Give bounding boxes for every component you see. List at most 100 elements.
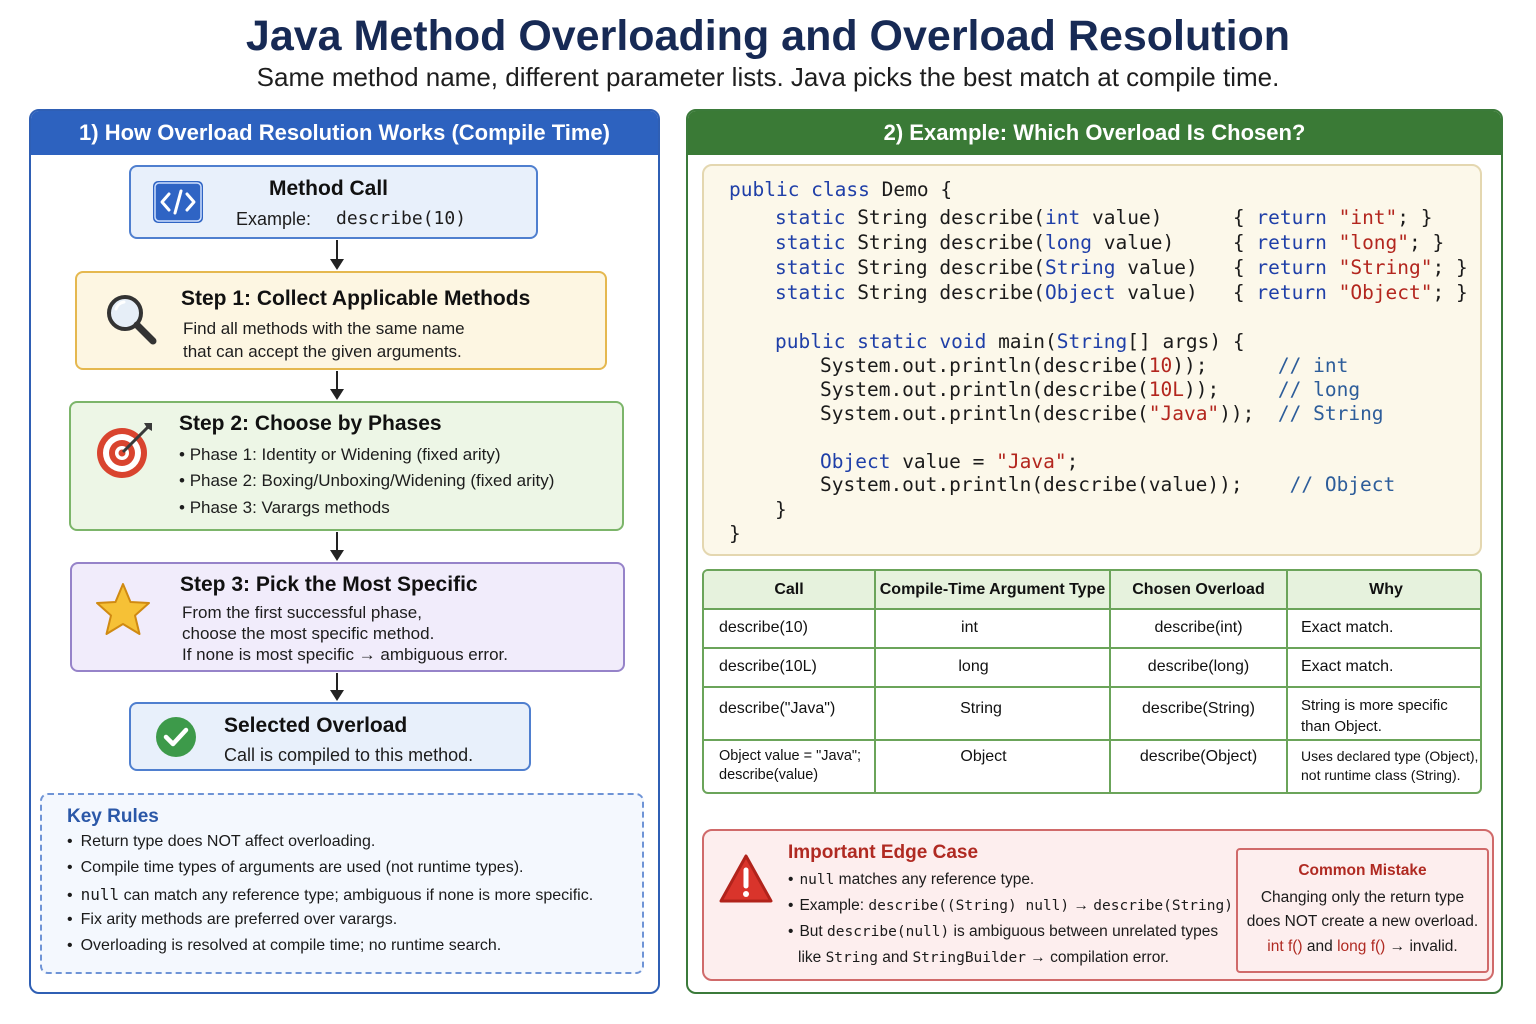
table-divider xyxy=(704,739,1480,741)
step3-line3: If none is most specific → ambiguous err… xyxy=(182,645,508,664)
step2-box: Step 2: Choose by Phases • Phase 1: Iden… xyxy=(69,401,624,531)
table-cell: int xyxy=(961,619,978,636)
edge-case-box: Important Edge Case null matches any ref… xyxy=(702,829,1494,981)
code-line: System.out.println(describe(10L)); // lo… xyxy=(820,378,1361,401)
step3-line1: From the first successful phase, xyxy=(182,603,422,622)
edge-case-item: Example: describe((String) null) → descr… xyxy=(788,897,1233,915)
table-cell: describe(String) xyxy=(1142,700,1255,717)
magnifier-icon xyxy=(103,291,159,352)
step3-title: Step 3: Pick the Most Specific xyxy=(180,573,478,596)
code-line: public class Demo { xyxy=(729,178,953,201)
edge-case-title: Important Edge Case xyxy=(788,842,979,863)
code-line: Object value = "Java"; xyxy=(820,450,1079,473)
step2-phase2: • Phase 2: Boxing/Unboxing/Widening (fix… xyxy=(179,471,555,490)
table-cell: Uses declared type (Object), xyxy=(1301,748,1479,764)
common-mistake-box: Common Mistake Changing only the return … xyxy=(1236,848,1489,973)
code-icon xyxy=(153,181,203,223)
rule-item: Compile time types of arguments are used… xyxy=(67,859,524,877)
flow-arrow xyxy=(330,532,344,561)
code-line: System.out.println(describe("Java")); //… xyxy=(820,402,1384,425)
key-rules-box: Key Rules Return type does NOT affect ov… xyxy=(40,793,644,974)
table-divider xyxy=(704,686,1480,688)
table-divider xyxy=(874,571,876,792)
flow-arrow xyxy=(330,240,344,270)
edge-case-item: null matches any reference type. xyxy=(788,871,1034,889)
table-cell: than Object. xyxy=(1301,718,1382,735)
table-cell: describe("Java") xyxy=(719,700,836,717)
table-header-row xyxy=(704,571,1480,609)
table-cell: Exact match. xyxy=(1301,619,1394,636)
common-mistake-title: Common Mistake xyxy=(1298,862,1427,879)
table-cell: describe(10L) xyxy=(719,658,817,675)
code-line: static String describe(int value) { retu… xyxy=(775,206,1433,229)
edge-case-item: like String and StringBuilder → compilat… xyxy=(798,949,1169,966)
step1-box: Step 1: Collect Applicable Methods Find … xyxy=(75,271,607,370)
resolution-steps-panel: 1) How Overload Resolution Works (Compil… xyxy=(29,109,660,994)
code-line: public static void main(String[] args) { xyxy=(775,330,1245,353)
rule-item: null can match any reference type; ambig… xyxy=(67,885,594,905)
table-cell: describe(value) xyxy=(719,767,819,783)
example-panel: 2) Example: Which Overload Is Chosen? xyxy=(686,109,1503,994)
page-title: Java Method Overloading and Overload Res… xyxy=(245,12,1291,60)
table-header-cell: Compile-Time Argument Type xyxy=(879,581,1106,598)
check-icon xyxy=(154,715,198,764)
table-cell: describe(int) xyxy=(1154,619,1243,636)
page-subtitle: Same method name, different parameter li… xyxy=(256,62,1280,92)
code-line: System.out.println(describe(value)); // … xyxy=(820,473,1396,496)
rule-item: Overloading is resolved at compile time;… xyxy=(67,937,502,955)
table-divider xyxy=(704,608,1480,610)
selected-title: Selected Overload xyxy=(224,714,408,737)
step2-title: Step 2: Choose by Phases xyxy=(179,412,442,435)
table-cell: String is more specific xyxy=(1301,697,1448,714)
table-header-cell: Call xyxy=(774,581,804,598)
step1-line1: Find all methods with the same name xyxy=(183,319,465,338)
target-icon xyxy=(94,421,156,486)
table-divider xyxy=(704,647,1480,649)
method-call-box: Method Call Example: describe(10) xyxy=(129,165,538,239)
common-mistake-line: int f() and long f() → invalid. xyxy=(1267,938,1458,955)
table-divider xyxy=(1286,571,1288,792)
rule-item: Return type does NOT affect overloading. xyxy=(67,833,376,851)
selected-text: Call is compiled to this method. xyxy=(224,745,474,765)
code-line: } xyxy=(775,498,787,521)
method-call-example-code: describe(10) xyxy=(336,208,467,229)
table-cell: Object xyxy=(960,748,1007,765)
step2-phase3: • Phase 3: Varargs methods xyxy=(179,498,390,517)
selected-overload-box: Selected Overload Call is compiled to th… xyxy=(129,702,531,771)
step2-phase1: • Phase 1: Identity or Widening (fixed a… xyxy=(179,445,501,464)
step1-title: Step 1: Collect Applicable Methods xyxy=(181,287,531,310)
overload-table: Call Compile-Time Argument Type Chosen O… xyxy=(702,569,1482,794)
table-header-cell: Chosen Overload xyxy=(1132,581,1265,598)
left-panel-header: 1) How Overload Resolution Works (Compil… xyxy=(31,111,658,155)
method-call-example-label: Example: xyxy=(236,209,312,229)
step3-box: Step 3: Pick the Most Specific From the … xyxy=(70,562,625,672)
code-line: static String describe(Object value) { r… xyxy=(775,281,1468,304)
code-block: public class Demo { static String descri… xyxy=(702,164,1482,556)
flow-arrow xyxy=(330,673,344,701)
table-cell: describe(long) xyxy=(1147,658,1250,675)
table-cell: long xyxy=(958,658,989,675)
star-icon xyxy=(93,581,153,644)
table-cell: Exact match. xyxy=(1301,658,1394,675)
edge-case-item: But describe(null) is ambiguous between … xyxy=(788,923,1218,941)
step3-line2: choose the most specific method. xyxy=(182,624,435,643)
common-mistake-line: does NOT create a new overload. xyxy=(1246,913,1479,930)
table-header-cell: Why xyxy=(1369,581,1403,598)
right-panel-header: 2) Example: Which Overload Is Chosen? xyxy=(688,111,1501,155)
key-rules-title: Key Rules xyxy=(67,806,159,827)
warning-icon xyxy=(718,853,774,910)
step1-line2: that can accept the given arguments. xyxy=(183,342,462,361)
method-call-title: Method Call xyxy=(269,177,388,200)
table-divider xyxy=(1109,571,1111,792)
code-line: static String describe(long value) { ret… xyxy=(775,231,1445,254)
table-cell: String xyxy=(960,700,1002,717)
table-cell: describe(10) xyxy=(719,619,808,636)
flow-arrow xyxy=(330,371,344,400)
code-line: static String describe(String value) { r… xyxy=(775,256,1468,279)
common-mistake-line: Changing only the return type xyxy=(1260,889,1465,906)
table-cell: not runtime class (String). xyxy=(1301,767,1461,783)
table-cell: describe(Object) xyxy=(1139,748,1258,765)
table-cell: Object value = "Java"; xyxy=(719,748,862,764)
rule-item: Fix arity methods are preferred over var… xyxy=(67,911,398,929)
code-line: System.out.println(describe(10)); // int xyxy=(820,354,1349,377)
